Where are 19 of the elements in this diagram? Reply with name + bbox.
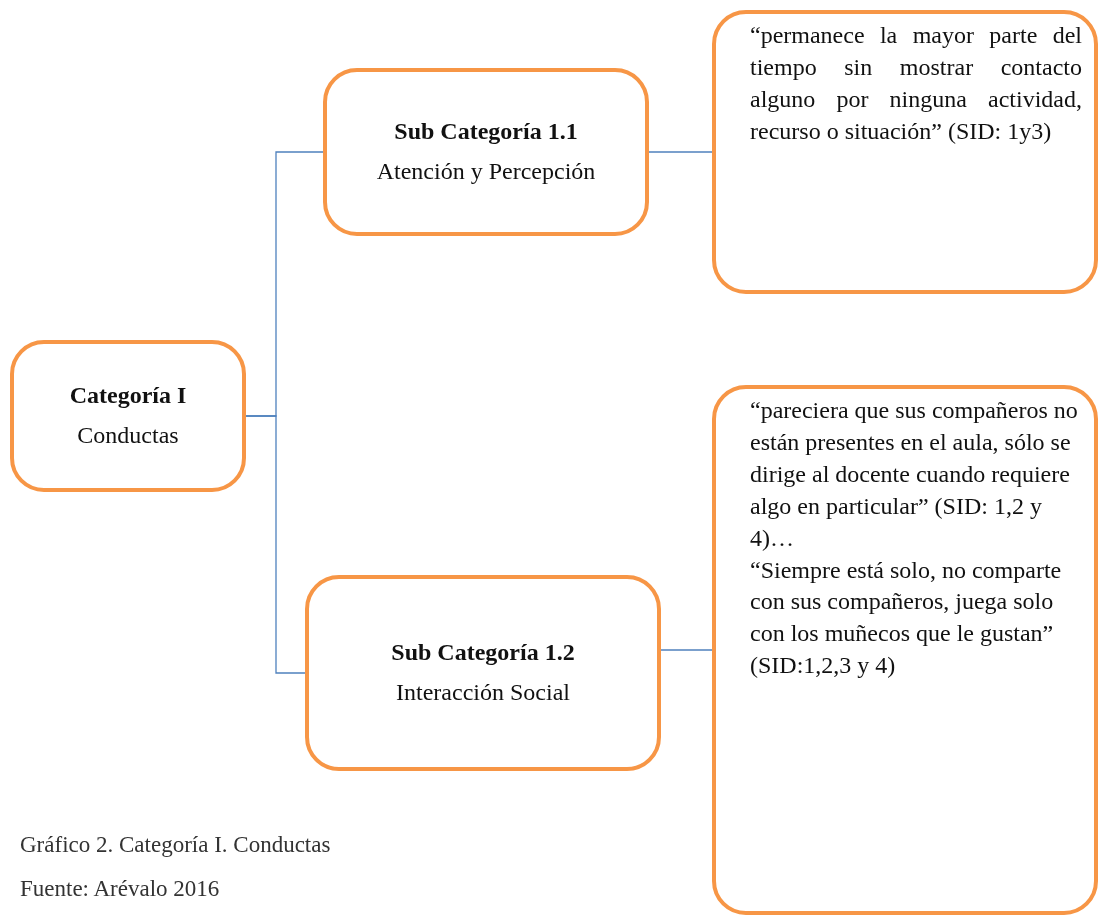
quote-text: “permanece la mayor parte del tiempo sin mostrar contacto alguno por ninguna actividad, recurso o situación” (SID: 1y3) [750, 21, 1082, 146]
category-name: Atención y Percepción [376, 157, 596, 186]
quote-box [712, 385, 1098, 915]
connector-line [660, 649, 713, 651]
category-name: Conductas [77, 421, 179, 450]
quote-text: “pareciera que sus compañeros no están presentes en el aula, sólo se dirige al docente cuando requiere algo en particular” (SID: 1,2 y 4)… [750, 396, 1079, 553]
category-name: Interacción Social [396, 678, 570, 707]
quote-box [712, 10, 1098, 294]
category-box [10, 340, 246, 492]
category-heading: Sub Categoría 1.2 [391, 638, 575, 668]
quote-text: “Siempre está solo, no comparte con sus compañeros, juega solo con los muñecos que le gustan” (SID:1,2,3 y 4) [750, 555, 1063, 681]
category-heading: Categoría I [69, 381, 187, 411]
category-box [305, 575, 661, 771]
category-heading: Sub Categoría 1.1 [394, 117, 578, 147]
category-box [323, 68, 649, 236]
connector-line [648, 151, 713, 153]
source-note: Fuente: Arévalo 2016 [20, 876, 220, 902]
figure-caption: Gráfico 2. Categoría I. Conductas [20, 832, 331, 858]
connector-line [245, 415, 306, 674]
